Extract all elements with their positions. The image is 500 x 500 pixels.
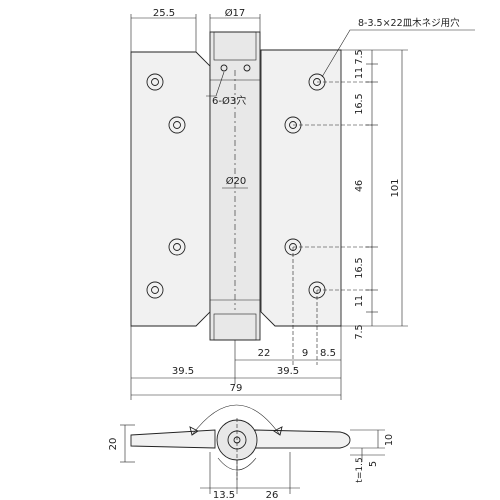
dim-right-1: 11: [354, 67, 365, 79]
screw-leader: [321, 29, 475, 78]
dim-bottom-b: 9: [302, 348, 308, 359]
dim-right-2: 16.5: [354, 93, 365, 114]
plan-bottom-dim-1: 26: [266, 490, 279, 500]
screw-callout: 8-3.5×22皿木ネジ用穴: [358, 17, 460, 29]
plan-height: 20: [108, 438, 119, 451]
plan-right-dim-0: 10: [384, 434, 395, 446]
barrel-hole: [243, 64, 251, 72]
hole-center-lines: [292, 81, 372, 365]
dim-right-5: 11: [354, 295, 365, 307]
hole-leader: [206, 71, 225, 97]
dim-bottom-c: 8.5: [320, 348, 336, 359]
dim-right-3: 46: [354, 180, 365, 192]
front-view: 25.5 Ø17 8-3.5×22皿木ネジ用穴 6-Ø3穴 Ø20: [130, 7, 475, 400]
plan-view: 20 10 5 t=1.5 13.5 26: [108, 404, 395, 500]
dim-right-0: 7.5: [354, 49, 365, 64]
dim-right-4: 16.5: [354, 257, 365, 278]
dim-knuckle-dia: Ø17: [225, 7, 246, 19]
screw-holes-left: [146, 73, 186, 299]
dim-right-6: 7.5: [354, 324, 365, 339]
right-leaf: [260, 49, 342, 327]
dim-half-left: 39.5: [172, 366, 194, 377]
hole-callout: 6-Ø3穴: [212, 94, 246, 107]
plan-right-leaf: [254, 429, 351, 449]
plan-thickness: t=1.5: [355, 457, 365, 482]
plan-bottom-dim-0: 13.5: [213, 490, 235, 500]
dim-overall-height: 101: [390, 178, 401, 197]
dim-overall-width: 79: [230, 383, 243, 394]
left-leaf: [130, 51, 211, 327]
barrel-hole: [220, 64, 228, 72]
plan-left-leaf: [130, 429, 216, 449]
dim-leaf-width: 25.5: [153, 8, 175, 19]
swing-arc: [191, 404, 281, 436]
dim-bottom-a: 22: [258, 348, 271, 359]
dim-half-right: 39.5: [277, 366, 299, 377]
pin-dia-label: Ø20: [226, 175, 247, 187]
plan-right-dim-1: 5: [368, 461, 379, 467]
top-cap: [213, 31, 257, 61]
